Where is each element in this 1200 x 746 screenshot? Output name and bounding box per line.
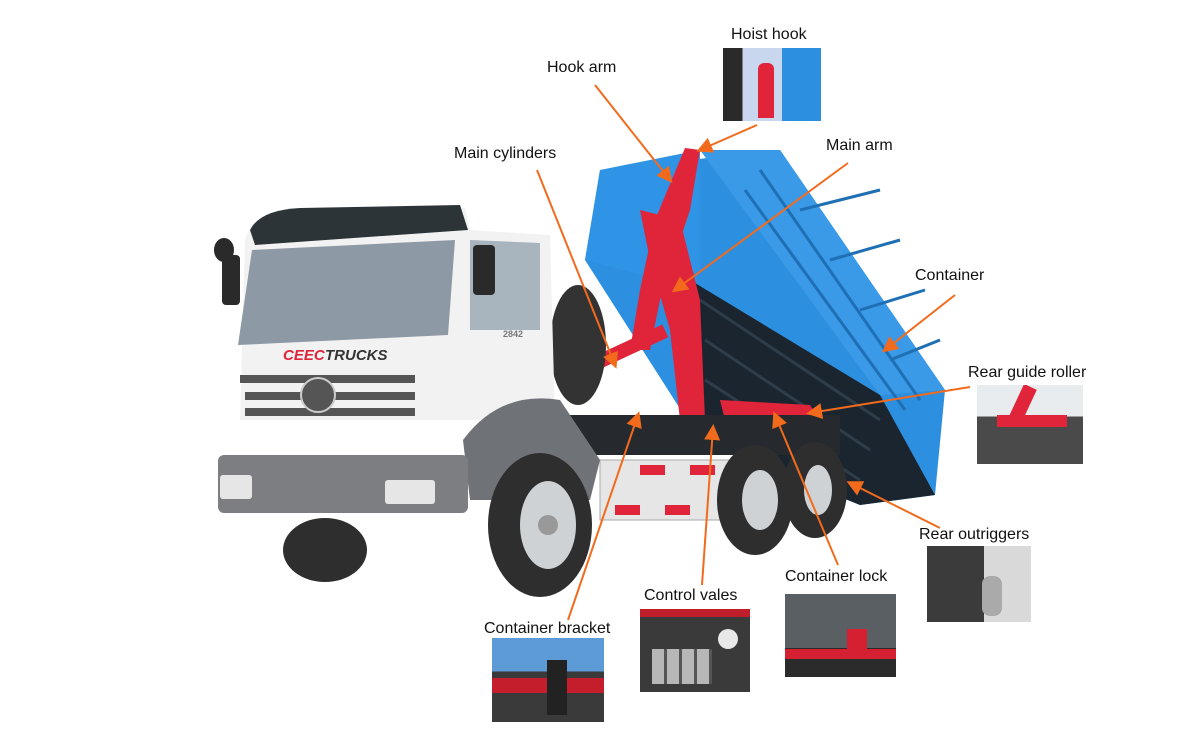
thumb-hoist-hook bbox=[723, 48, 821, 121]
rear-tyres bbox=[717, 442, 847, 555]
label-container: Container bbox=[915, 267, 985, 284]
thumb-rear-guide-roller bbox=[977, 385, 1083, 464]
label-container-bracket: Container bracket bbox=[484, 620, 611, 637]
thumb-rear-outriggers bbox=[927, 546, 1031, 622]
cab: CEEC TRUCKS 2842 bbox=[214, 205, 600, 500]
label-hook-arm: Hook arm bbox=[547, 59, 617, 76]
svg-text:TRUCKS: TRUCKS bbox=[325, 347, 388, 364]
thumb-container-lock bbox=[785, 594, 896, 677]
svg-text:2842: 2842 bbox=[503, 329, 523, 339]
label-main-cylinders: Main cylinders bbox=[454, 145, 557, 162]
label-rear-guide-roller: Rear guide roller bbox=[968, 364, 1087, 381]
svg-text:CEEC: CEEC bbox=[283, 347, 326, 364]
label-hoist-hook: Hoist hook bbox=[731, 26, 807, 43]
label-container-lock: Container lock bbox=[785, 568, 888, 585]
label-rear-outriggers: Rear outriggers bbox=[919, 526, 1030, 543]
thumb-container-bracket bbox=[492, 638, 604, 722]
label-control-vales: Control vales bbox=[644, 587, 738, 604]
label-main-arm: Main arm bbox=[826, 137, 893, 154]
thumb-control-vales bbox=[640, 609, 750, 692]
